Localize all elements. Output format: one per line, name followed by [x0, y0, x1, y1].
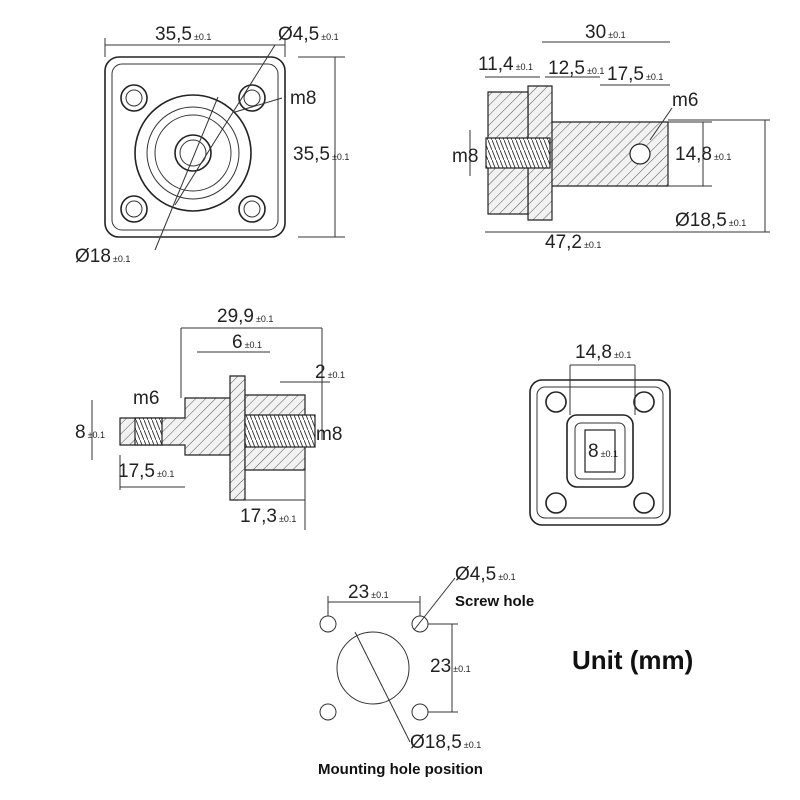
mounting-diagram: [319, 577, 458, 743]
mount-spacing-y-dim: 23±0.1: [430, 656, 471, 677]
screw-hole-tl: [120, 84, 148, 112]
side-seg3-dim: 17,5±0.1: [607, 64, 663, 85]
section-len-left-dim: 17,5±0.1: [118, 461, 174, 482]
screw-hole-bl: [120, 195, 148, 223]
section-thread-left-dim: m6: [133, 388, 159, 409]
mount-center-dia-dim: Ø18,5±0.1: [410, 732, 481, 753]
section-height-left-dim: 8±0.1: [75, 422, 105, 443]
mount-hole-bl: [319, 703, 337, 721]
front-flange-dia-dim: Ø18±0.1: [75, 246, 130, 267]
mount-center-hole: [336, 631, 410, 705]
section-seg-dim: 6±0.1: [232, 332, 262, 353]
section-view: [91, 327, 330, 530]
end-width-dim: 14,8±0.1: [575, 342, 631, 363]
screw-hole-br: [238, 195, 266, 223]
front-height-dim: 35,5±0.1: [293, 144, 349, 165]
side-total-top-dim: 30±0.1: [585, 22, 626, 43]
front-width-dim: 35,5±0.1: [155, 24, 211, 45]
side-outer-dia-dim: Ø18,5±0.1: [675, 210, 746, 231]
mount-screw-hole-label: Screw hole: [455, 593, 534, 610]
front-view: [104, 38, 345, 251]
side-view: [469, 41, 770, 233]
end-view: [529, 364, 671, 526]
mount-spacing-x-dim: 23±0.1: [348, 582, 389, 603]
end-flat-dim: 8±0.1: [588, 441, 618, 462]
mount-hole-tl: [319, 615, 337, 633]
screw-hole-tr: [238, 84, 266, 112]
section-len-right-dim: 17,3±0.1: [240, 506, 296, 527]
section-total-top-dim: 29,9±0.1: [217, 306, 273, 327]
mount-title: Mounting hole position: [318, 761, 483, 778]
mount-screw-hole-dia-dim: Ø4,5±0.1: [455, 564, 516, 585]
side-total-length-dim: 47,2±0.1: [545, 232, 601, 253]
side-seg2-dim: 12,5±0.1: [548, 58, 604, 79]
flange-outline: [104, 56, 286, 238]
center-thread: [174, 134, 212, 172]
side-thread-left-dim: m8: [452, 146, 478, 167]
side-inner-dia-dim: 14,8±0.1: [675, 144, 731, 165]
unit-label: Unit (mm): [572, 645, 693, 675]
side-thread-right-dim: m6: [672, 90, 698, 111]
outer-ring: [134, 94, 252, 212]
side-seg1-dim: 11,4±0.1: [478, 54, 533, 75]
section-thread-right-dim: m8: [316, 424, 342, 445]
section-flange-dim: 2±0.1: [315, 362, 345, 383]
front-screw-hole-dim: Ø4,5±0.1: [278, 24, 339, 45]
front-thread-dim: m8: [290, 88, 316, 109]
mount-hole-br: [411, 703, 429, 721]
